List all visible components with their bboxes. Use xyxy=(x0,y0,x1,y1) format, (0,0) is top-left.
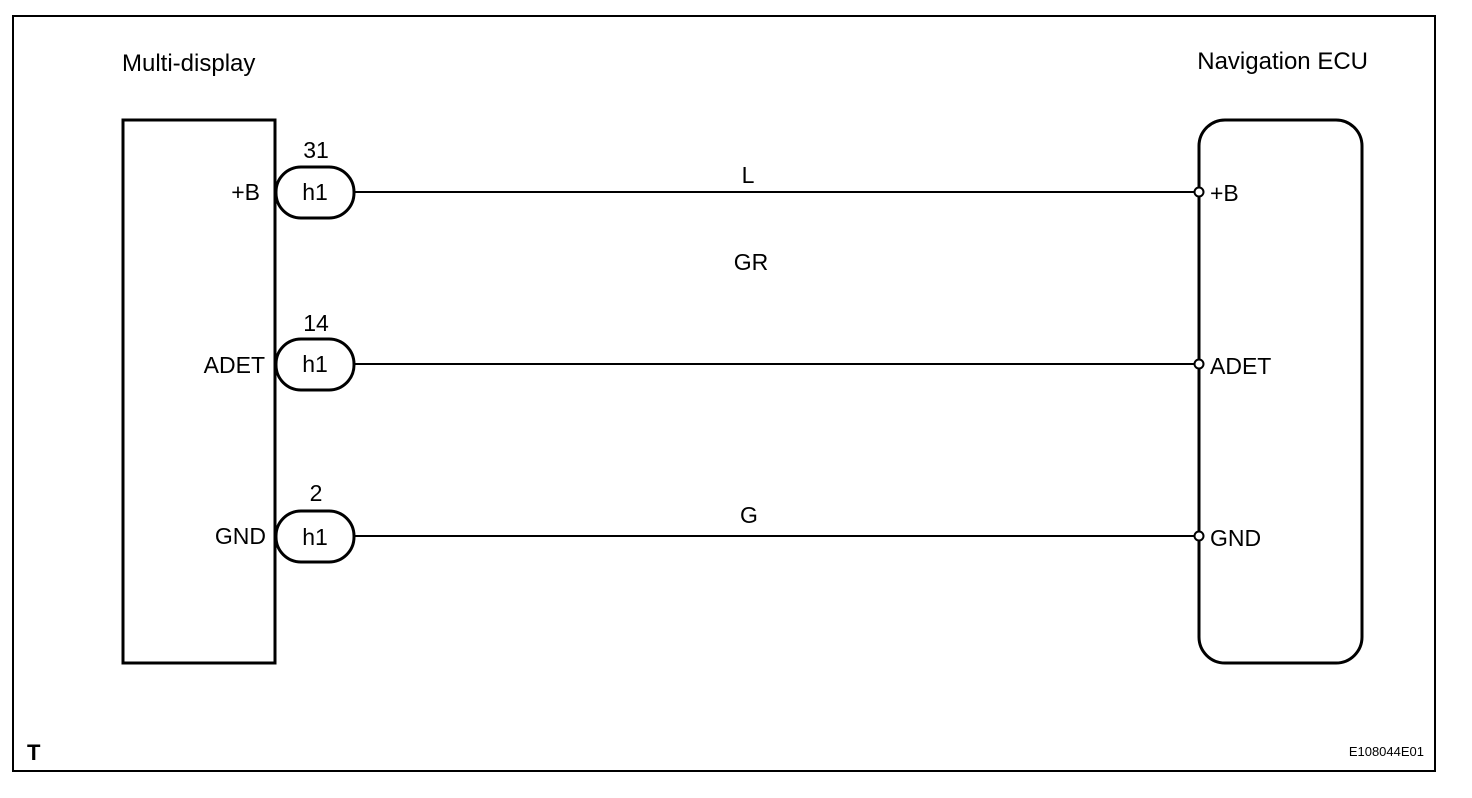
circuit-row-plus-b: +B 31 h1 L +B xyxy=(231,137,1239,220)
figure-id: E108044E01 xyxy=(1349,744,1424,759)
circuit-row-gnd: GND 2 h1 G GND xyxy=(215,480,1261,564)
connector-label: h1 xyxy=(302,524,328,550)
terminal-dot xyxy=(1193,186,1205,198)
left-pin-label: +B xyxy=(231,179,260,205)
right-pin-label: +B xyxy=(1210,180,1239,206)
right-pin-label: ADET xyxy=(1210,353,1271,379)
navigation-ecu-box xyxy=(1197,118,1364,665)
right-pin-label: GND xyxy=(1210,525,1261,551)
diagram-frame xyxy=(12,15,1436,772)
wire-color-code: GR xyxy=(734,249,769,275)
pin-number: 2 xyxy=(310,480,323,506)
wire-color-code: L xyxy=(742,162,755,188)
corner-mark: T xyxy=(27,740,41,765)
left-pin-label: GND xyxy=(215,523,266,549)
terminal-dot xyxy=(1193,530,1205,542)
terminal-dot xyxy=(1193,358,1205,370)
wire-color-code: G xyxy=(740,502,758,528)
pin-number: 31 xyxy=(303,137,329,163)
multi-display-title: Multi-display xyxy=(122,50,255,77)
left-pin-label: ADET xyxy=(204,352,265,378)
connector-label: h1 xyxy=(302,179,328,205)
circuit-row-adet: ADET 14 h1 GR ADET xyxy=(204,249,1271,392)
connector-label: h1 xyxy=(302,351,328,377)
navigation-ecu-title: Navigation ECU xyxy=(1197,48,1368,75)
multi-display-box xyxy=(121,118,277,665)
pin-number: 14 xyxy=(303,310,329,336)
